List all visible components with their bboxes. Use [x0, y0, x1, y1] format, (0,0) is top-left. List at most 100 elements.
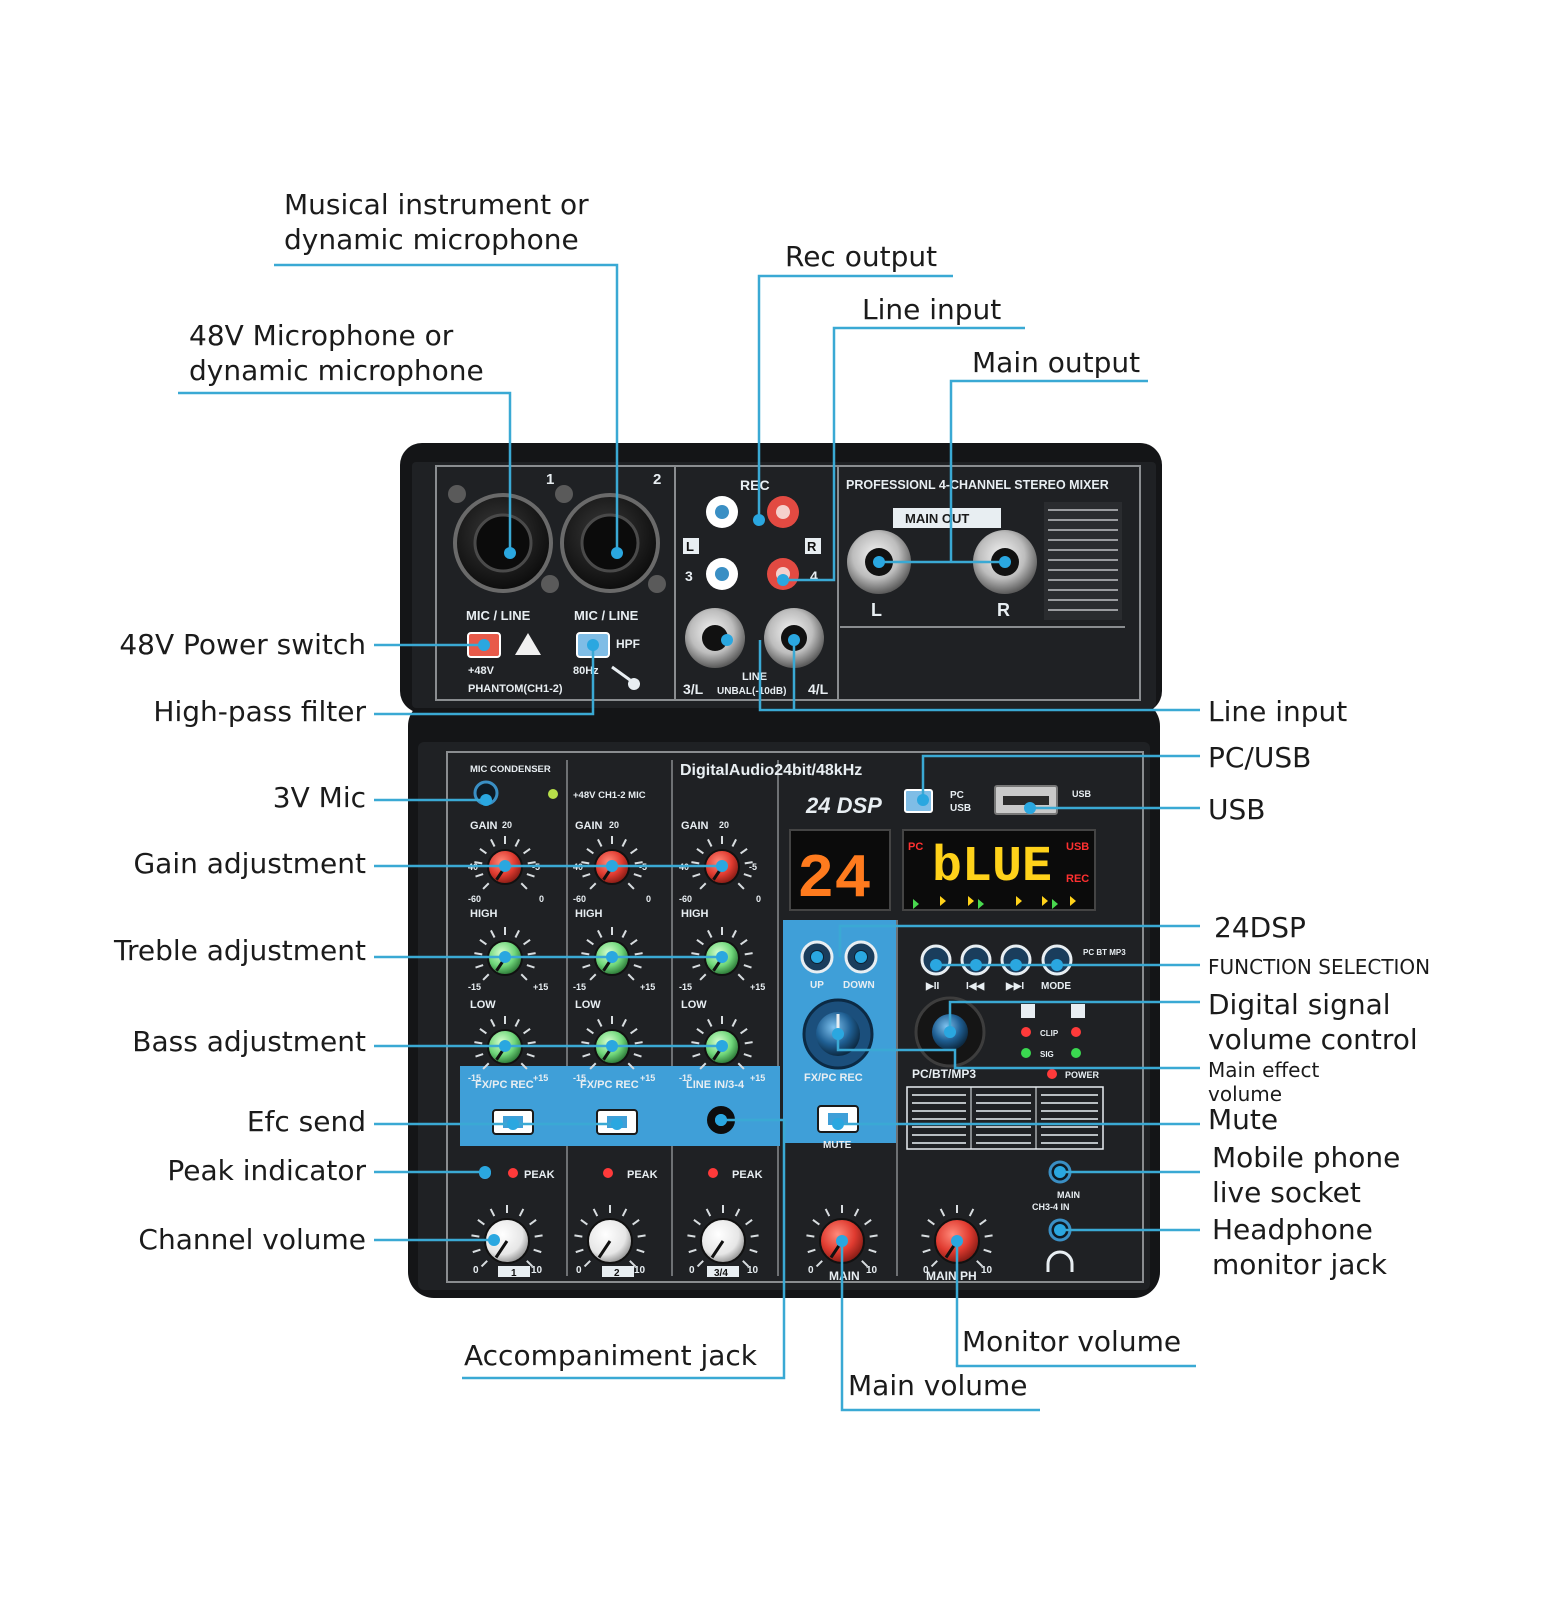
main-vol-label: MAIN — [829, 1269, 860, 1283]
digital-audio-label: DigitalAudio24bit/48kHz — [680, 762, 862, 779]
leader-dot-16 — [716, 860, 728, 872]
callout-rec-output: Rec output — [785, 240, 938, 273]
leader-dot-40 — [836, 1235, 848, 1247]
power-label: POWER — [1065, 1070, 1100, 1080]
gain-label-3: GAIN — [681, 820, 709, 832]
leader-callout-24dsp — [838, 924, 1200, 957]
low-label-1: LOW — [470, 999, 496, 1011]
sig-label: SIG — [1040, 1050, 1054, 1059]
callout-musical-instrument: Musical instrument or dynamic microphone — [284, 188, 589, 256]
leader-callout-main-volume — [840, 1241, 1040, 1412]
low-scale-minus15-1: -15 — [468, 1073, 481, 1083]
callout-line-input-right: Line input — [1208, 695, 1348, 728]
peak-led-2 — [603, 1168, 613, 1178]
callout-mute: Mute — [1208, 1103, 1279, 1136]
line-jack-3l[interactable] — [685, 608, 745, 668]
channel-volume-knob-1[interactable] — [471, 1205, 543, 1268]
dsp-logo: 24 DSP — [805, 793, 882, 818]
vol-scale-10-2: 10 — [634, 1265, 646, 1276]
high-label-1: HIGH — [470, 908, 498, 920]
leader-dot-22 — [716, 1040, 728, 1052]
callout-peak-indicator: Peak indicator — [167, 1154, 366, 1187]
xlr-combo-jack-1[interactable] — [448, 485, 559, 593]
gain-scale-0-2: 0 — [646, 894, 651, 904]
leader-dot-8 — [587, 639, 599, 651]
leader-dot-14 — [499, 860, 511, 872]
leader-dot-17 — [499, 951, 511, 963]
pc-bt-mp3-tag: PC BT MP3 — [1083, 948, 1126, 957]
gain-knob-3[interactable] — [691, 836, 753, 890]
plus-48v-label: +48V — [468, 665, 495, 677]
headphone-icon — [1046, 1250, 1074, 1272]
channel-volume-knob-2[interactable] — [574, 1205, 646, 1268]
rca-line-3[interactable] — [706, 558, 738, 590]
gain-scale-20-1: 20 — [502, 820, 512, 830]
effect-list-table — [906, 1086, 1104, 1150]
rca-rec-l[interactable] — [706, 496, 738, 528]
leader-dot-32 — [1051, 959, 1063, 971]
leader-callout-main-output — [879, 379, 1148, 564]
rca-3-label: 3 — [685, 568, 693, 584]
leader-dot-21 — [606, 1040, 618, 1052]
callout-24dsp: 24DSP — [1214, 911, 1306, 944]
callout-48v-power-switch: 48V Power switch — [119, 628, 366, 661]
rca-4-label: 4 — [810, 568, 818, 584]
leader-dot-27 — [811, 951, 823, 963]
leader-dot-12 — [1024, 802, 1036, 814]
rca-rec-r[interactable] — [767, 496, 799, 528]
callout-main-output: Main output — [972, 346, 1141, 379]
next-label: ▶▶I — [1005, 981, 1024, 992]
display-rec: REC — [1066, 873, 1089, 885]
channel-volume-knob-34[interactable] — [687, 1205, 759, 1268]
ch2-number: 2 — [653, 471, 661, 488]
low-scale-minus15-2: -15 — [573, 1073, 586, 1083]
low-label-2: LOW — [575, 999, 601, 1011]
leader-dot-20 — [499, 1040, 511, 1052]
ch34-in-label: CH3-4 IN — [1032, 1202, 1070, 1212]
strip-2-label: 2 — [614, 1268, 620, 1279]
play-label: ▶II — [925, 981, 939, 992]
peak-label-3: PEAK — [732, 1169, 763, 1181]
leader-dot-1 — [611, 547, 623, 559]
vol-scale-10-1: 10 — [531, 1265, 543, 1276]
leader-dot-9 — [721, 634, 733, 646]
leader-dot-4 — [777, 574, 789, 586]
gain-scale-minus5-3: -5 — [749, 862, 757, 872]
leader-dot-36 — [1054, 1166, 1066, 1178]
callout-main-effect-volume: Main effect volume — [1208, 1058, 1320, 1106]
leader-dot-6 — [999, 556, 1011, 568]
line-in-34-label: LINE IN/3-4 — [686, 1079, 745, 1091]
main-out-label: MAIN OUT — [905, 511, 969, 526]
prev-label: I◀◀ — [966, 981, 984, 992]
leader-lines — [178, 263, 1200, 1412]
line-3l-label: 3/L — [683, 681, 704, 697]
callout-bass-adjustment: Bass adjustment — [132, 1025, 366, 1058]
pc-bt-mp3-label: PC/BT/MP3 — [912, 1067, 976, 1081]
callout-48v-microphone: 48V Microphone or dynamic microphone — [189, 319, 484, 387]
leader-callout-digital-signal — [948, 1000, 1200, 1032]
main-small-label: MAIN — [1057, 1190, 1080, 1200]
xlr-combo-jack-2[interactable] — [555, 485, 666, 593]
leader-dot-37 — [1054, 1224, 1066, 1236]
high-label-3: HIGH — [681, 908, 709, 920]
leader-dot-18 — [606, 951, 618, 963]
vol-scale-0-3: 0 — [689, 1265, 695, 1276]
bass-knob-1[interactable] — [474, 1016, 536, 1070]
leader-callout-line-input-right — [758, 640, 1200, 712]
leader-dot-38 — [715, 1114, 727, 1126]
high-scale-plus15-3: +15 — [750, 982, 765, 992]
vol-scale-0-5: 0 — [923, 1265, 929, 1276]
display-usb: USB — [1066, 841, 1089, 853]
callout-line-input-top: Line input — [862, 293, 1002, 326]
vol-scale-0-2: 0 — [576, 1265, 582, 1276]
main-ph-label: MAIN PH — [926, 1269, 977, 1283]
low-scale-plus15-3: +15 — [750, 1073, 765, 1083]
guitar-icon — [611, 665, 640, 690]
high-scale-minus15-3: -15 — [679, 982, 692, 992]
usb-port-label: USB — [1072, 789, 1092, 799]
mixer-title: PROFESSIONL 4-CHANNEL STEREO MIXER — [846, 478, 1109, 492]
leader-callout-rec-output — [757, 274, 953, 520]
high-scale-minus15-1: -15 — [468, 982, 481, 992]
